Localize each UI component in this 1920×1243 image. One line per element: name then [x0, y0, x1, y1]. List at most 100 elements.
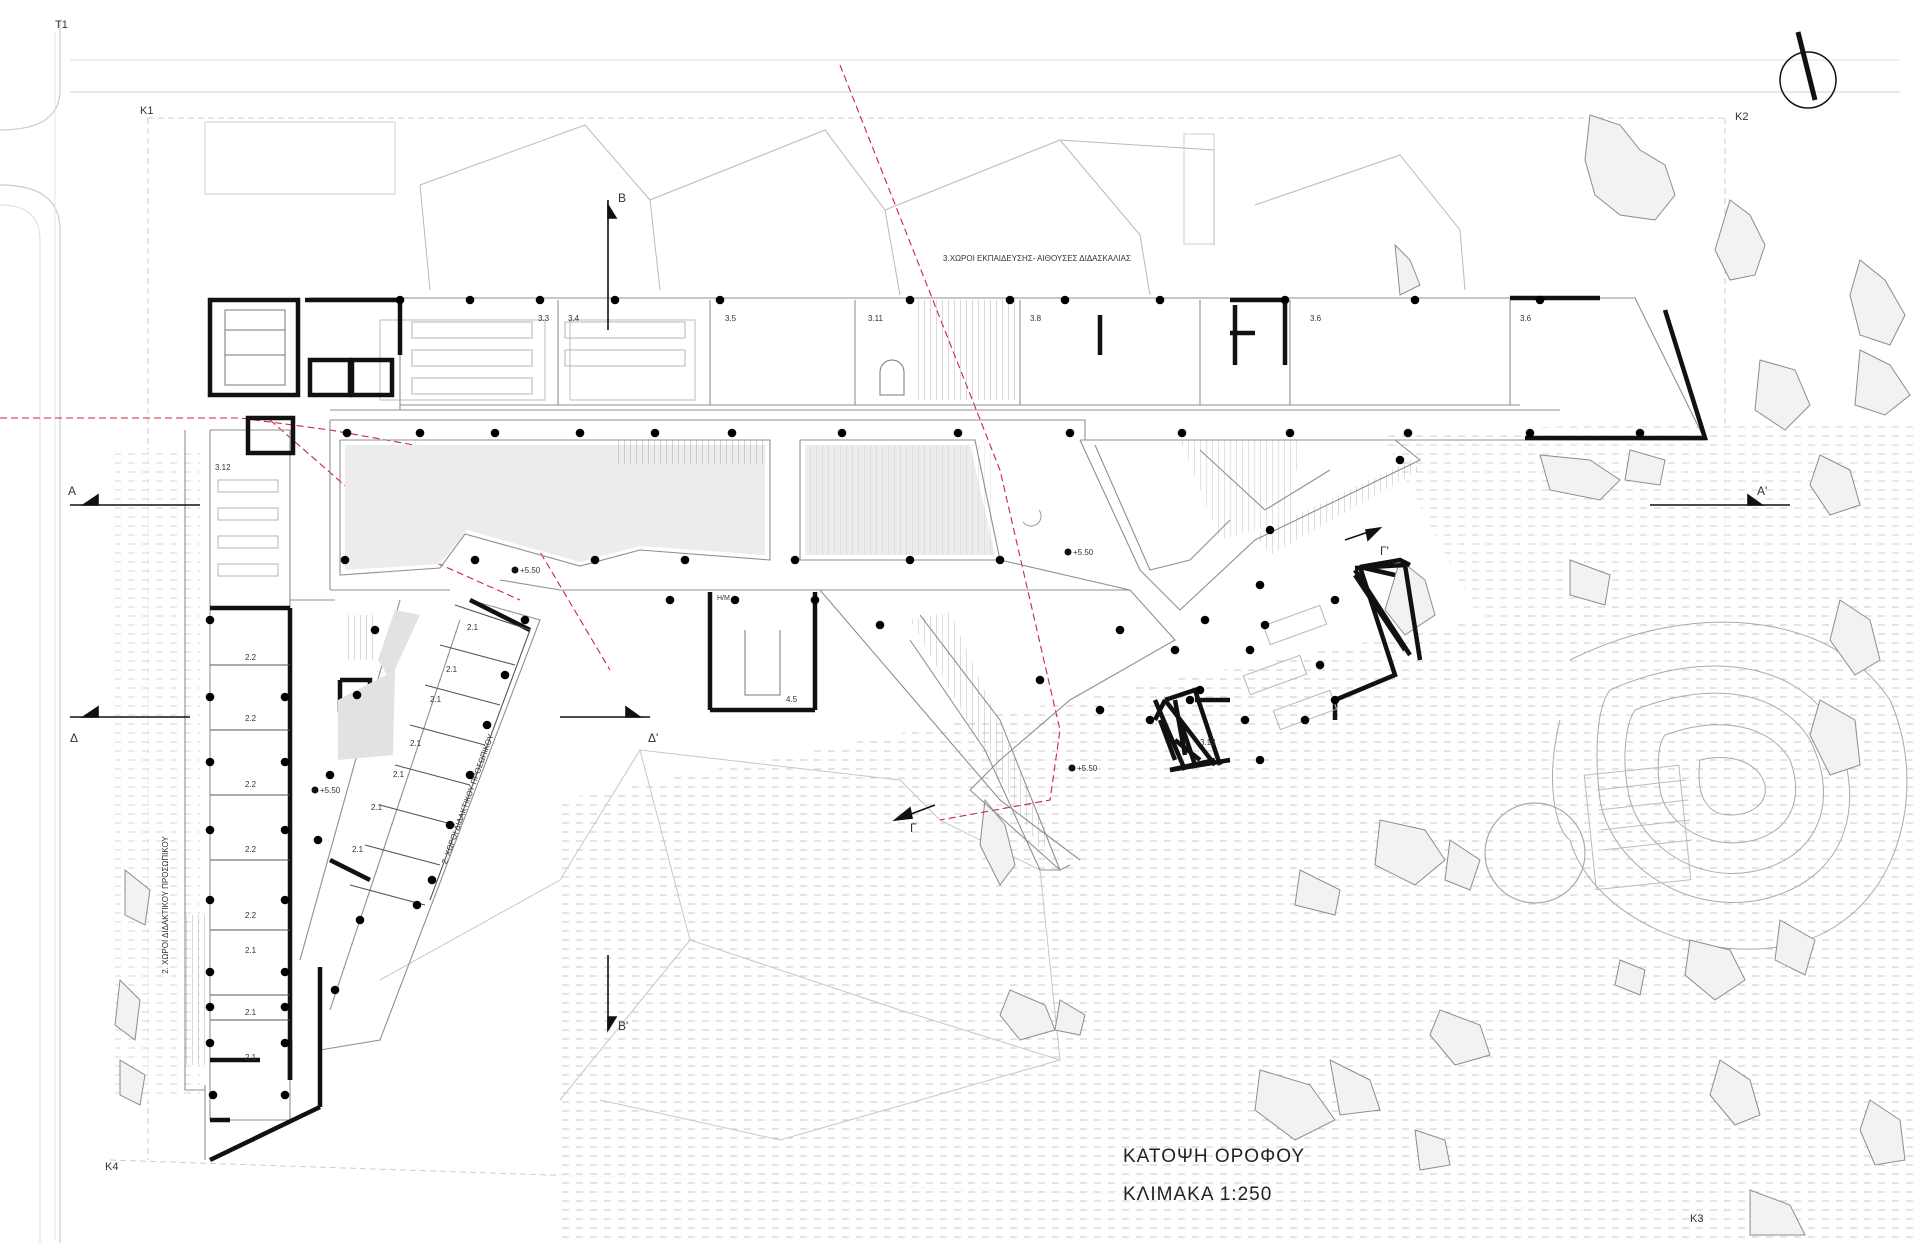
column [1185, 695, 1195, 705]
room-3-11: 3.11 [868, 314, 884, 323]
room-3-8: 3.8 [1030, 314, 1042, 323]
room-3-3: 3.3 [538, 314, 550, 323]
level-label: +5.50 [320, 786, 341, 795]
section-label-a-prime: A' [1757, 484, 1767, 498]
column [395, 295, 405, 305]
level-label: +5.50 [520, 566, 541, 575]
column [208, 1090, 218, 1100]
column [352, 690, 362, 700]
column [280, 967, 290, 977]
column [1300, 715, 1310, 725]
plan-title: ΚΑΤΟΨΗ ΟΡΟΦΟΥ [1123, 1146, 1306, 1167]
column [680, 555, 690, 565]
column [342, 428, 352, 438]
column [1330, 595, 1340, 605]
level-label: +5.50 [1077, 764, 1098, 773]
column [1195, 685, 1205, 695]
room-2-2: 2.2 [245, 653, 257, 662]
column [1060, 295, 1070, 305]
column [1395, 455, 1405, 465]
section-label-g: Γ [910, 821, 917, 835]
room-2-1: 2.1 [371, 803, 383, 812]
column [837, 428, 847, 438]
column [205, 895, 215, 905]
column [1260, 620, 1270, 630]
column [205, 757, 215, 767]
column [1065, 428, 1075, 438]
column [715, 295, 725, 305]
column [355, 915, 365, 925]
column [520, 615, 530, 625]
column [1155, 295, 1165, 305]
column [313, 835, 323, 845]
column [1170, 645, 1180, 655]
column [465, 295, 475, 305]
column [330, 985, 340, 995]
column [205, 1038, 215, 1048]
column [1255, 580, 1265, 590]
zone-label-staff-left: 2. ΧΩΡΟΙ ΔΙΔΑΚΤΙΚΟΥ ΠΡΟΣΩΠΙΚΟΥ [161, 836, 170, 974]
column [1410, 295, 1420, 305]
column [1240, 715, 1250, 725]
interior-partitions [210, 604, 531, 1021]
grid-marker-k3: K3 [1690, 1213, 1703, 1225]
column [1177, 428, 1187, 438]
column [205, 825, 215, 835]
column [490, 428, 500, 438]
column [535, 295, 545, 305]
column [575, 428, 585, 438]
room-3-4: 3.4 [568, 314, 580, 323]
room-2-2: 2.2 [245, 714, 257, 723]
section-label-b: B [618, 191, 626, 205]
column [280, 692, 290, 702]
room-2-2: 2.2 [245, 780, 257, 789]
room-3-6-b: 3.6 [1520, 314, 1532, 323]
column [995, 555, 1005, 565]
column [412, 900, 422, 910]
column [1525, 428, 1535, 438]
column [482, 720, 492, 730]
grid-marker-k2: K2 [1735, 111, 1748, 123]
column [875, 620, 885, 630]
column [205, 967, 215, 977]
column [610, 295, 620, 305]
column [1535, 295, 1545, 305]
column [1330, 695, 1340, 705]
room-2-1: 2.1 [467, 623, 479, 632]
column [1285, 428, 1295, 438]
room-2-1: 2.1 [446, 665, 458, 674]
column [340, 555, 350, 565]
room-2-2: 2.2 [245, 845, 257, 854]
zone-label-staff-diag: 2. ΧΩΡΟΙ ΔΙΔΑΚΤΙΚΟΥ ΠΡΟΣΩΠΙΚΟΥ [440, 732, 496, 865]
room-2-1: 2.1 [245, 1053, 257, 1062]
room-2-1: 2.1 [352, 845, 364, 854]
structural-walls [207, 295, 1709, 1163]
column [205, 692, 215, 702]
column [325, 770, 335, 780]
column [1005, 295, 1015, 305]
column [280, 895, 290, 905]
site-context [0, 20, 1920, 1243]
column [905, 295, 915, 305]
stairs [185, 300, 1420, 1065]
column [280, 757, 290, 767]
column [730, 595, 740, 605]
column [790, 555, 800, 565]
column [1315, 660, 1325, 670]
column [280, 1038, 290, 1048]
section-label-b-prime: B' [618, 1019, 628, 1033]
room-hm: H/M [717, 595, 730, 602]
column [280, 1002, 290, 1012]
column [1145, 715, 1155, 725]
column [205, 1002, 215, 1012]
column [1635, 428, 1645, 438]
column [1403, 428, 1413, 438]
column [280, 1090, 290, 1100]
column [1245, 645, 1255, 655]
column [1265, 525, 1275, 535]
room-2-1: 2.1 [410, 739, 422, 748]
column [205, 615, 215, 625]
columns [205, 295, 1645, 1100]
column [280, 825, 290, 835]
